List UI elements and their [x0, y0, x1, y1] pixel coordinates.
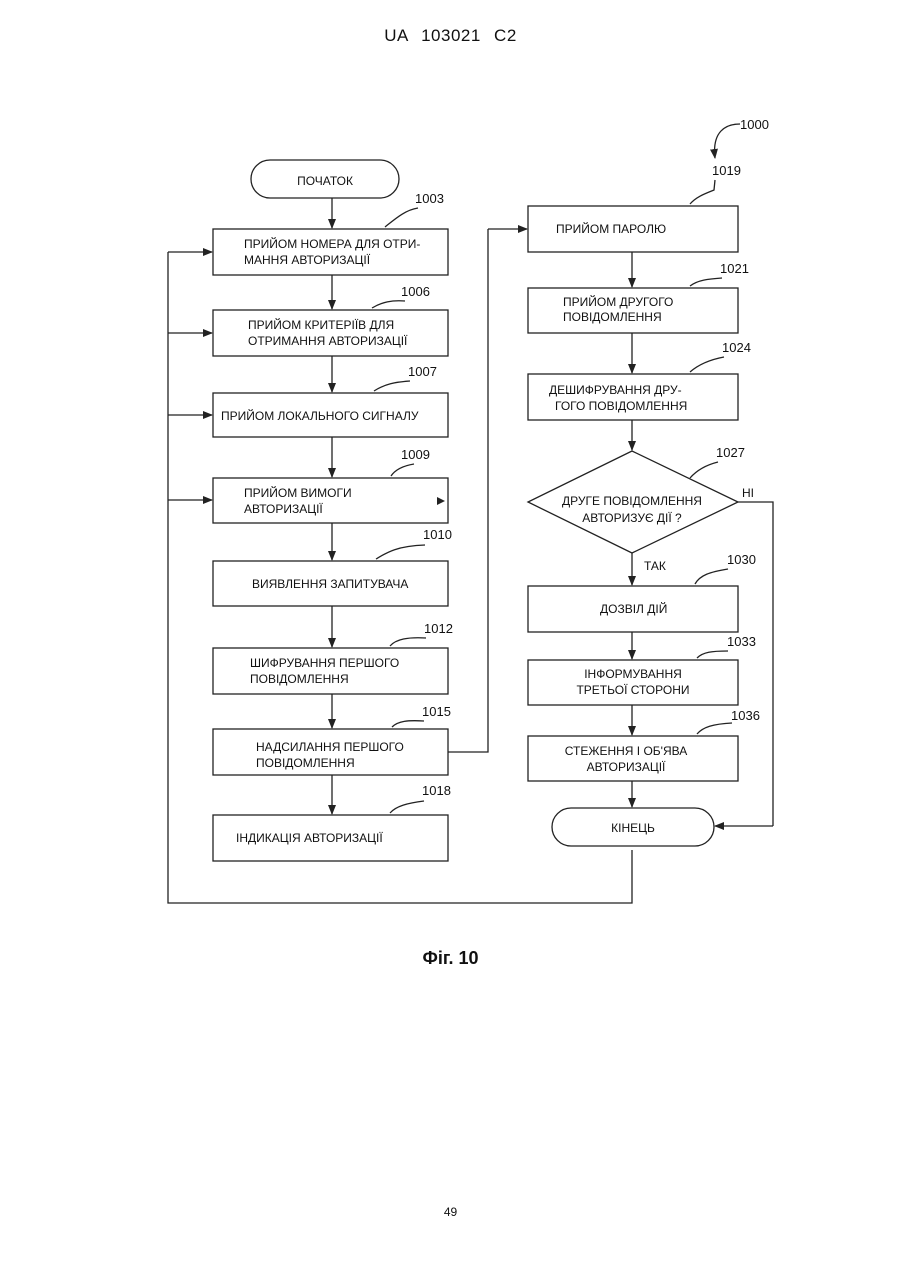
svg-text:АВТОРИЗУЄ ДІЇ ?: АВТОРИЗУЄ ДІЇ ? [582, 511, 682, 525]
step-1021: ПРИЙОМ ДРУГОГО ПОВІДОМЛЕННЯ 1021 [528, 261, 749, 333]
step-1019: ПРИЙОМ ПАРОЛЮ 1019 [528, 163, 741, 252]
step-1012: ШИФРУВАННЯ ПЕРШОГО ПОВІДОМЛЕННЯ 1012 [213, 621, 453, 694]
svg-text:ІНФОРМУВАННЯ: ІНФОРМУВАННЯ [584, 667, 682, 681]
step-1007: ПРИЙОМ ЛОКАЛЬНОГО СИГНАЛУ 1007 [213, 364, 448, 437]
svg-text:ПРИЙОМ НОМЕРА ДЛЯ ОТРИ-: ПРИЙОМ НОМЕРА ДЛЯ ОТРИ- [244, 236, 420, 251]
svg-text:1033: 1033 [727, 634, 756, 649]
svg-text:1000: 1000 [740, 117, 769, 132]
svg-text:ДРУГЕ ПОВІДОМЛЕННЯ: ДРУГЕ ПОВІДОМЛЕННЯ [562, 494, 702, 508]
step-1030: ДОЗВІЛ ДІЙ 1030 [528, 552, 756, 632]
svg-text:1007: 1007 [408, 364, 437, 379]
svg-text:1021: 1021 [720, 261, 749, 276]
svg-text:ДЕШИФРУВАННЯ ДРУ-: ДЕШИФРУВАННЯ ДРУ- [549, 383, 682, 397]
decision-1027: ДРУГЕ ПОВІДОМЛЕННЯ АВТОРИЗУЄ ДІЇ ? 1027 … [528, 445, 754, 573]
svg-text:1006: 1006 [401, 284, 430, 299]
svg-text:ШИФРУВАННЯ ПЕРШОГО: ШИФРУВАННЯ ПЕРШОГО [250, 656, 399, 670]
svg-text:КІНЕЦЬ: КІНЕЦЬ [611, 821, 655, 835]
svg-text:ВИЯВЛЕННЯ ЗАПИТУВАЧА: ВИЯВЛЕННЯ ЗАПИТУВАЧА [252, 577, 408, 591]
step-1003: ПРИЙОМ НОМЕРА ДЛЯ ОТРИ- МАННЯ АВТОРИЗАЦІ… [213, 191, 448, 275]
svg-text:АВТОРИЗАЦІЇ: АВТОРИЗАЦІЇ [244, 502, 323, 516]
svg-text:ПОВІДОМЛЕННЯ: ПОВІДОМЛЕННЯ [256, 756, 355, 770]
svg-text:ПРИЙОМ ДРУГОГО: ПРИЙОМ ДРУГОГО [563, 294, 673, 309]
step-1024: ДЕШИФРУВАННЯ ДРУ- ГОГО ПОВІДОМЛЕННЯ 1024 [528, 340, 751, 420]
decision-no-label: НІ [742, 486, 754, 500]
decision-yes-label: ТАК [644, 559, 666, 573]
svg-text:ДОЗВІЛ ДІЙ: ДОЗВІЛ ДІЙ [600, 601, 667, 616]
figure-caption: Фіг. 10 [0, 948, 901, 969]
svg-text:МАННЯ АВТОРИЗАЦІЇ: МАННЯ АВТОРИЗАЦІЇ [244, 253, 371, 267]
svg-text:1012: 1012 [424, 621, 453, 636]
svg-text:ПОЧАТОК: ПОЧАТОК [297, 174, 353, 188]
svg-text:ПРИЙОМ ВИМОГИ: ПРИЙОМ ВИМОГИ [244, 485, 352, 500]
svg-text:ІНДИКАЦІЯ АВТОРИЗАЦІЇ: ІНДИКАЦІЯ АВТОРИЗАЦІЇ [236, 831, 383, 845]
svg-text:ПРИЙОМ ПАРОЛЮ: ПРИЙОМ ПАРОЛЮ [556, 221, 666, 236]
svg-text:ПРИЙОМ ЛОКАЛЬНОГО СИГНАЛУ: ПРИЙОМ ЛОКАЛЬНОГО СИГНАЛУ [221, 408, 419, 423]
svg-text:ПОВІДОМЛЕННЯ: ПОВІДОМЛЕННЯ [563, 310, 662, 324]
svg-text:1027: 1027 [716, 445, 745, 460]
svg-text:СТЕЖЕННЯ І ОБ'ЯВА: СТЕЖЕННЯ І ОБ'ЯВА [565, 744, 687, 758]
svg-text:ОТРИМАННЯ АВТОРИЗАЦІЇ: ОТРИМАННЯ АВТОРИЗАЦІЇ [248, 334, 408, 348]
step-1006: ПРИЙОМ КРИТЕРІЇВ ДЛЯ ОТРИМАННЯ АВТОРИЗАЦ… [213, 284, 448, 356]
svg-text:АВТОРИЗАЦІЇ: АВТОРИЗАЦІЇ [587, 760, 666, 774]
step-1036: СТЕЖЕННЯ І ОБ'ЯВА АВТОРИЗАЦІЇ 1036 [528, 708, 760, 781]
svg-text:ГОГО ПОВІДОМЛЕННЯ: ГОГО ПОВІДОМЛЕННЯ [555, 399, 687, 413]
svg-text:1009: 1009 [401, 447, 430, 462]
svg-text:1018: 1018 [422, 783, 451, 798]
svg-text:НАДСИЛАННЯ ПЕРШОГО: НАДСИЛАННЯ ПЕРШОГО [256, 740, 404, 754]
step-1033: ІНФОРМУВАННЯ ТРЕТЬОЇ СТОРОНИ 1033 [528, 634, 756, 705]
page-number: 49 [0, 1205, 901, 1219]
step-1009: ПРИЙОМ ВИМОГИ АВТОРИЗАЦІЇ 1009 [213, 447, 448, 523]
svg-text:1003: 1003 [415, 191, 444, 206]
svg-text:1019: 1019 [712, 163, 741, 178]
svg-text:ПОВІДОМЛЕННЯ: ПОВІДОМЛЕННЯ [250, 672, 349, 686]
svg-text:1024: 1024 [722, 340, 751, 355]
svg-text:1010: 1010 [423, 527, 452, 542]
svg-text:ТРЕТЬОЇ СТОРОНИ: ТРЕТЬОЇ СТОРОНИ [576, 683, 689, 697]
figure-ref-label: 1000 [715, 117, 769, 158]
start-terminal: ПОЧАТОК [251, 160, 399, 198]
svg-text:1036: 1036 [731, 708, 760, 723]
svg-text:1030: 1030 [727, 552, 756, 567]
end-terminal: КІНЕЦЬ [552, 808, 714, 846]
svg-text:ПРИЙОМ КРИТЕРІЇВ ДЛЯ: ПРИЙОМ КРИТЕРІЇВ ДЛЯ [248, 317, 394, 332]
svg-text:1015: 1015 [422, 704, 451, 719]
